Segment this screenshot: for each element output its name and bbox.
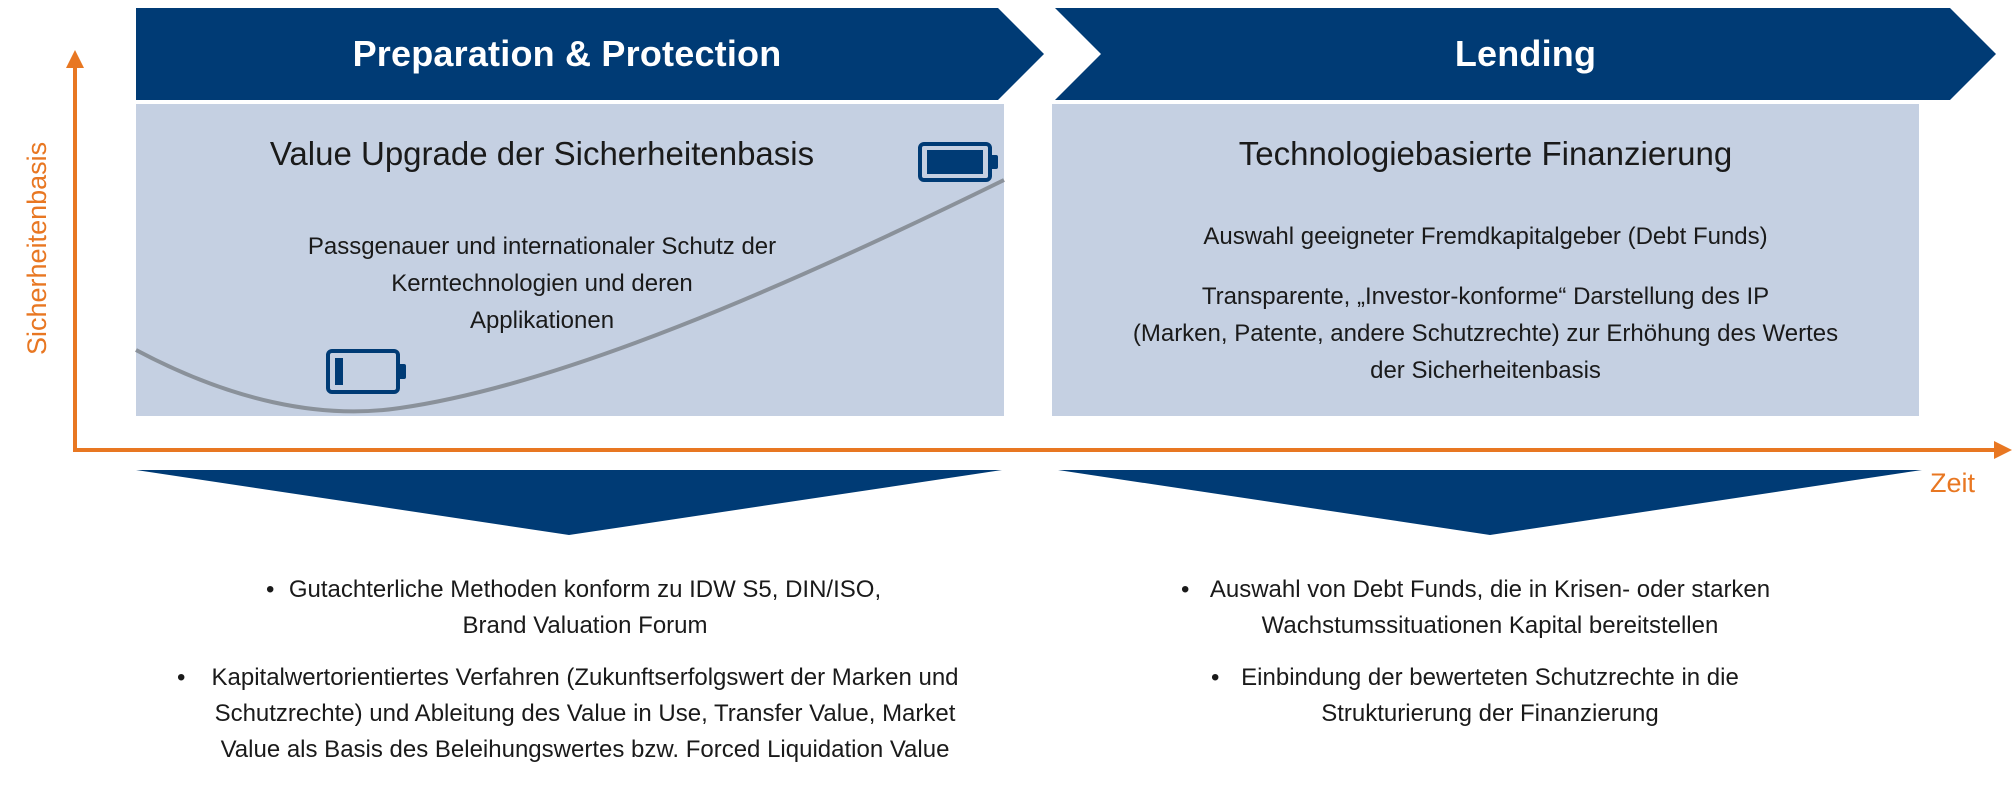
y-axis-label: Sicherheitenbasis (22, 141, 52, 355)
funnel-preparation (136, 470, 1002, 535)
battery-full-icon (918, 142, 998, 182)
panel-title-financing: Technologiebasierte Finanzierung (1238, 135, 1733, 172)
x-axis-arrow (1994, 441, 2012, 459)
bullet-dot: • (1181, 576, 1190, 603)
list-item: • Auswahl von Debt Funds, die in Krisen-… (1170, 572, 1810, 644)
bullets-preparation: • Gutachterliche Methoden konform zu IDW… (170, 572, 1000, 784)
x-axis-label: Zeit (1930, 468, 1976, 498)
bullet-line: Wachstumssituationen Kapital bereitstell… (1261, 612, 1719, 639)
panel-paragraph-debt-funds: Auswahl geeigneter Fremdkapitalgeber (De… (1052, 218, 1919, 255)
bullets-lending: • Auswahl von Debt Funds, die in Krisen-… (1170, 572, 1810, 748)
bullet-line: Kapitalwertorientiertes Verfahren (Zukun… (211, 664, 959, 691)
bullet-line: Strukturierung der Finanzierung (1321, 700, 1659, 727)
bullet-line: Value als Basis des Beleihungswertes bzw… (220, 736, 950, 763)
panel-title-value-upgrade: Value Upgrade der Sicherheitenbasis (269, 135, 815, 172)
battery-low-icon (326, 349, 406, 394)
bullet-dot: • (266, 576, 275, 603)
bullet-line: Einbindung der bewerteten Schutzrechte i… (1241, 664, 1739, 691)
y-axis-arrow (66, 50, 84, 68)
funnel-lending (1058, 470, 1922, 535)
panel-paragraph-ip-presentation: Transparente, „Investor-konforme“ Darste… (1052, 278, 1919, 389)
bullet-line: Brand Valuation Forum (462, 612, 708, 639)
panel-line: Transparente, „Investor-konforme“ Darste… (1201, 283, 1770, 310)
panel-line: Passgenauer und internationaler Schutz d… (307, 233, 777, 260)
panel-financing (1052, 104, 1919, 416)
bullet-dot: • (1211, 664, 1220, 691)
panel-line: der Sicherheitenbasis (1370, 357, 1601, 384)
bullet-dot: • (177, 664, 186, 691)
bullet-line: Schutzrechte) und Ableitung des Value in… (214, 700, 956, 727)
header-preparation: Preparation & Protection (352, 33, 782, 74)
panel-line: Kerntechnologien und deren (391, 270, 693, 297)
panel-line: Applikationen (469, 307, 615, 334)
panel-line: (Marken, Patente, andere Schutzrechte) z… (1132, 320, 1839, 347)
chevron-lending (1055, 8, 1996, 100)
panel-text-value-upgrade: Passgenauer und internationaler Schutz d… (136, 228, 948, 339)
header-lending: Lending (1454, 33, 1597, 74)
list-item: • Kapitalwertorientiertes Verfahren (Zuk… (170, 660, 1000, 768)
list-item: • Einbindung der bewerteten Schutzrechte… (1170, 660, 1810, 732)
bullet-line: Auswahl von Debt Funds, die in Krisen- o… (1209, 576, 1771, 603)
chevron-preparation (136, 8, 1044, 100)
bullet-line: Gutachterliche Methoden konform zu IDW S… (288, 576, 882, 603)
panel-line: Auswahl geeigneter Fremdkapitalgeber (De… (1203, 223, 1768, 250)
list-item: • Gutachterliche Methoden konform zu IDW… (170, 572, 1000, 644)
